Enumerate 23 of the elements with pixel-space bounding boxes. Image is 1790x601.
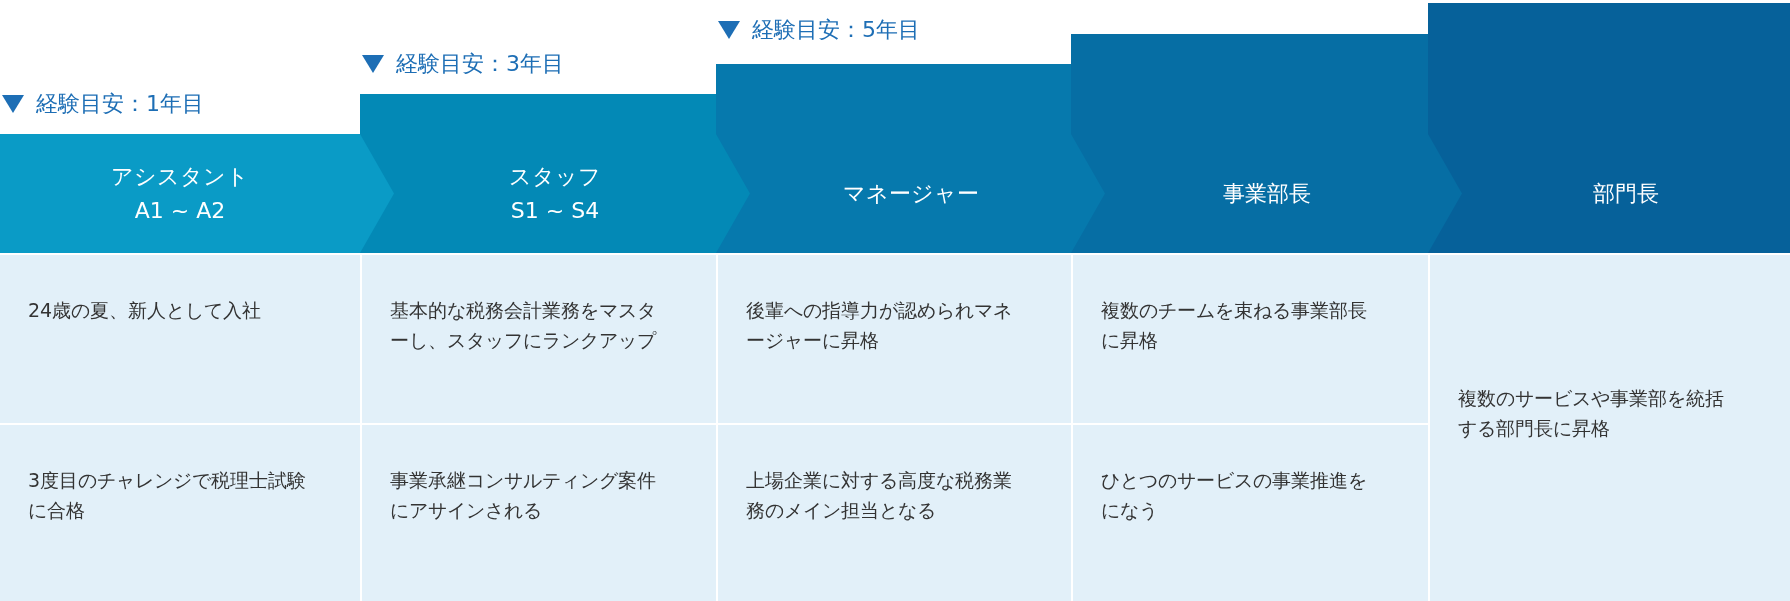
table-cell: 上場企業に対する高度な税務業務のメイン担当となる [718, 425, 1071, 601]
grade-range: S1 ~ S4 [510, 196, 600, 225]
table-cell: 複数のチームを束ねる事業部長に昇格 [1073, 255, 1428, 423]
experience-guide: 経験目安：5年目 [752, 16, 920, 44]
chevron-arrow [716, 134, 750, 253]
stage-title: アシスタント [111, 162, 249, 191]
experience-guide: 経験目安：1年目 [36, 90, 204, 118]
stage-title: 部門長 [1593, 179, 1659, 208]
table-cell: 後輩への指導力が認められマネージャーに昇格 [718, 255, 1071, 423]
experience-guide: 経験目安：3年目 [396, 50, 564, 78]
stage-title: 事業部長 [1222, 179, 1311, 208]
table-cell: 基本的な税務会計業務をマスターし、スタッフにランクアップ [362, 255, 716, 423]
stage-title: スタッフ [509, 162, 601, 191]
chevron-arrow [1071, 134, 1105, 253]
table-cell: 複数のサービスや事業部を統括する部門長に昇格 [1430, 255, 1790, 601]
chevron-arrow [1428, 134, 1462, 253]
table-cell: 3度目のチャレンジで税理士試験に合格 [0, 425, 360, 601]
table-cell: 事業承継コンサルティング案件にアサインされる [362, 425, 716, 601]
stage-title: マネージャー [842, 179, 979, 208]
chevron-arrow [360, 134, 394, 253]
table-cell: 24歳の夏、新人として入社 [0, 255, 360, 423]
grade-range: A1 ~ A2 [134, 196, 226, 225]
table-cell: ひとつのサービスの事業推進をになう [1073, 425, 1428, 601]
